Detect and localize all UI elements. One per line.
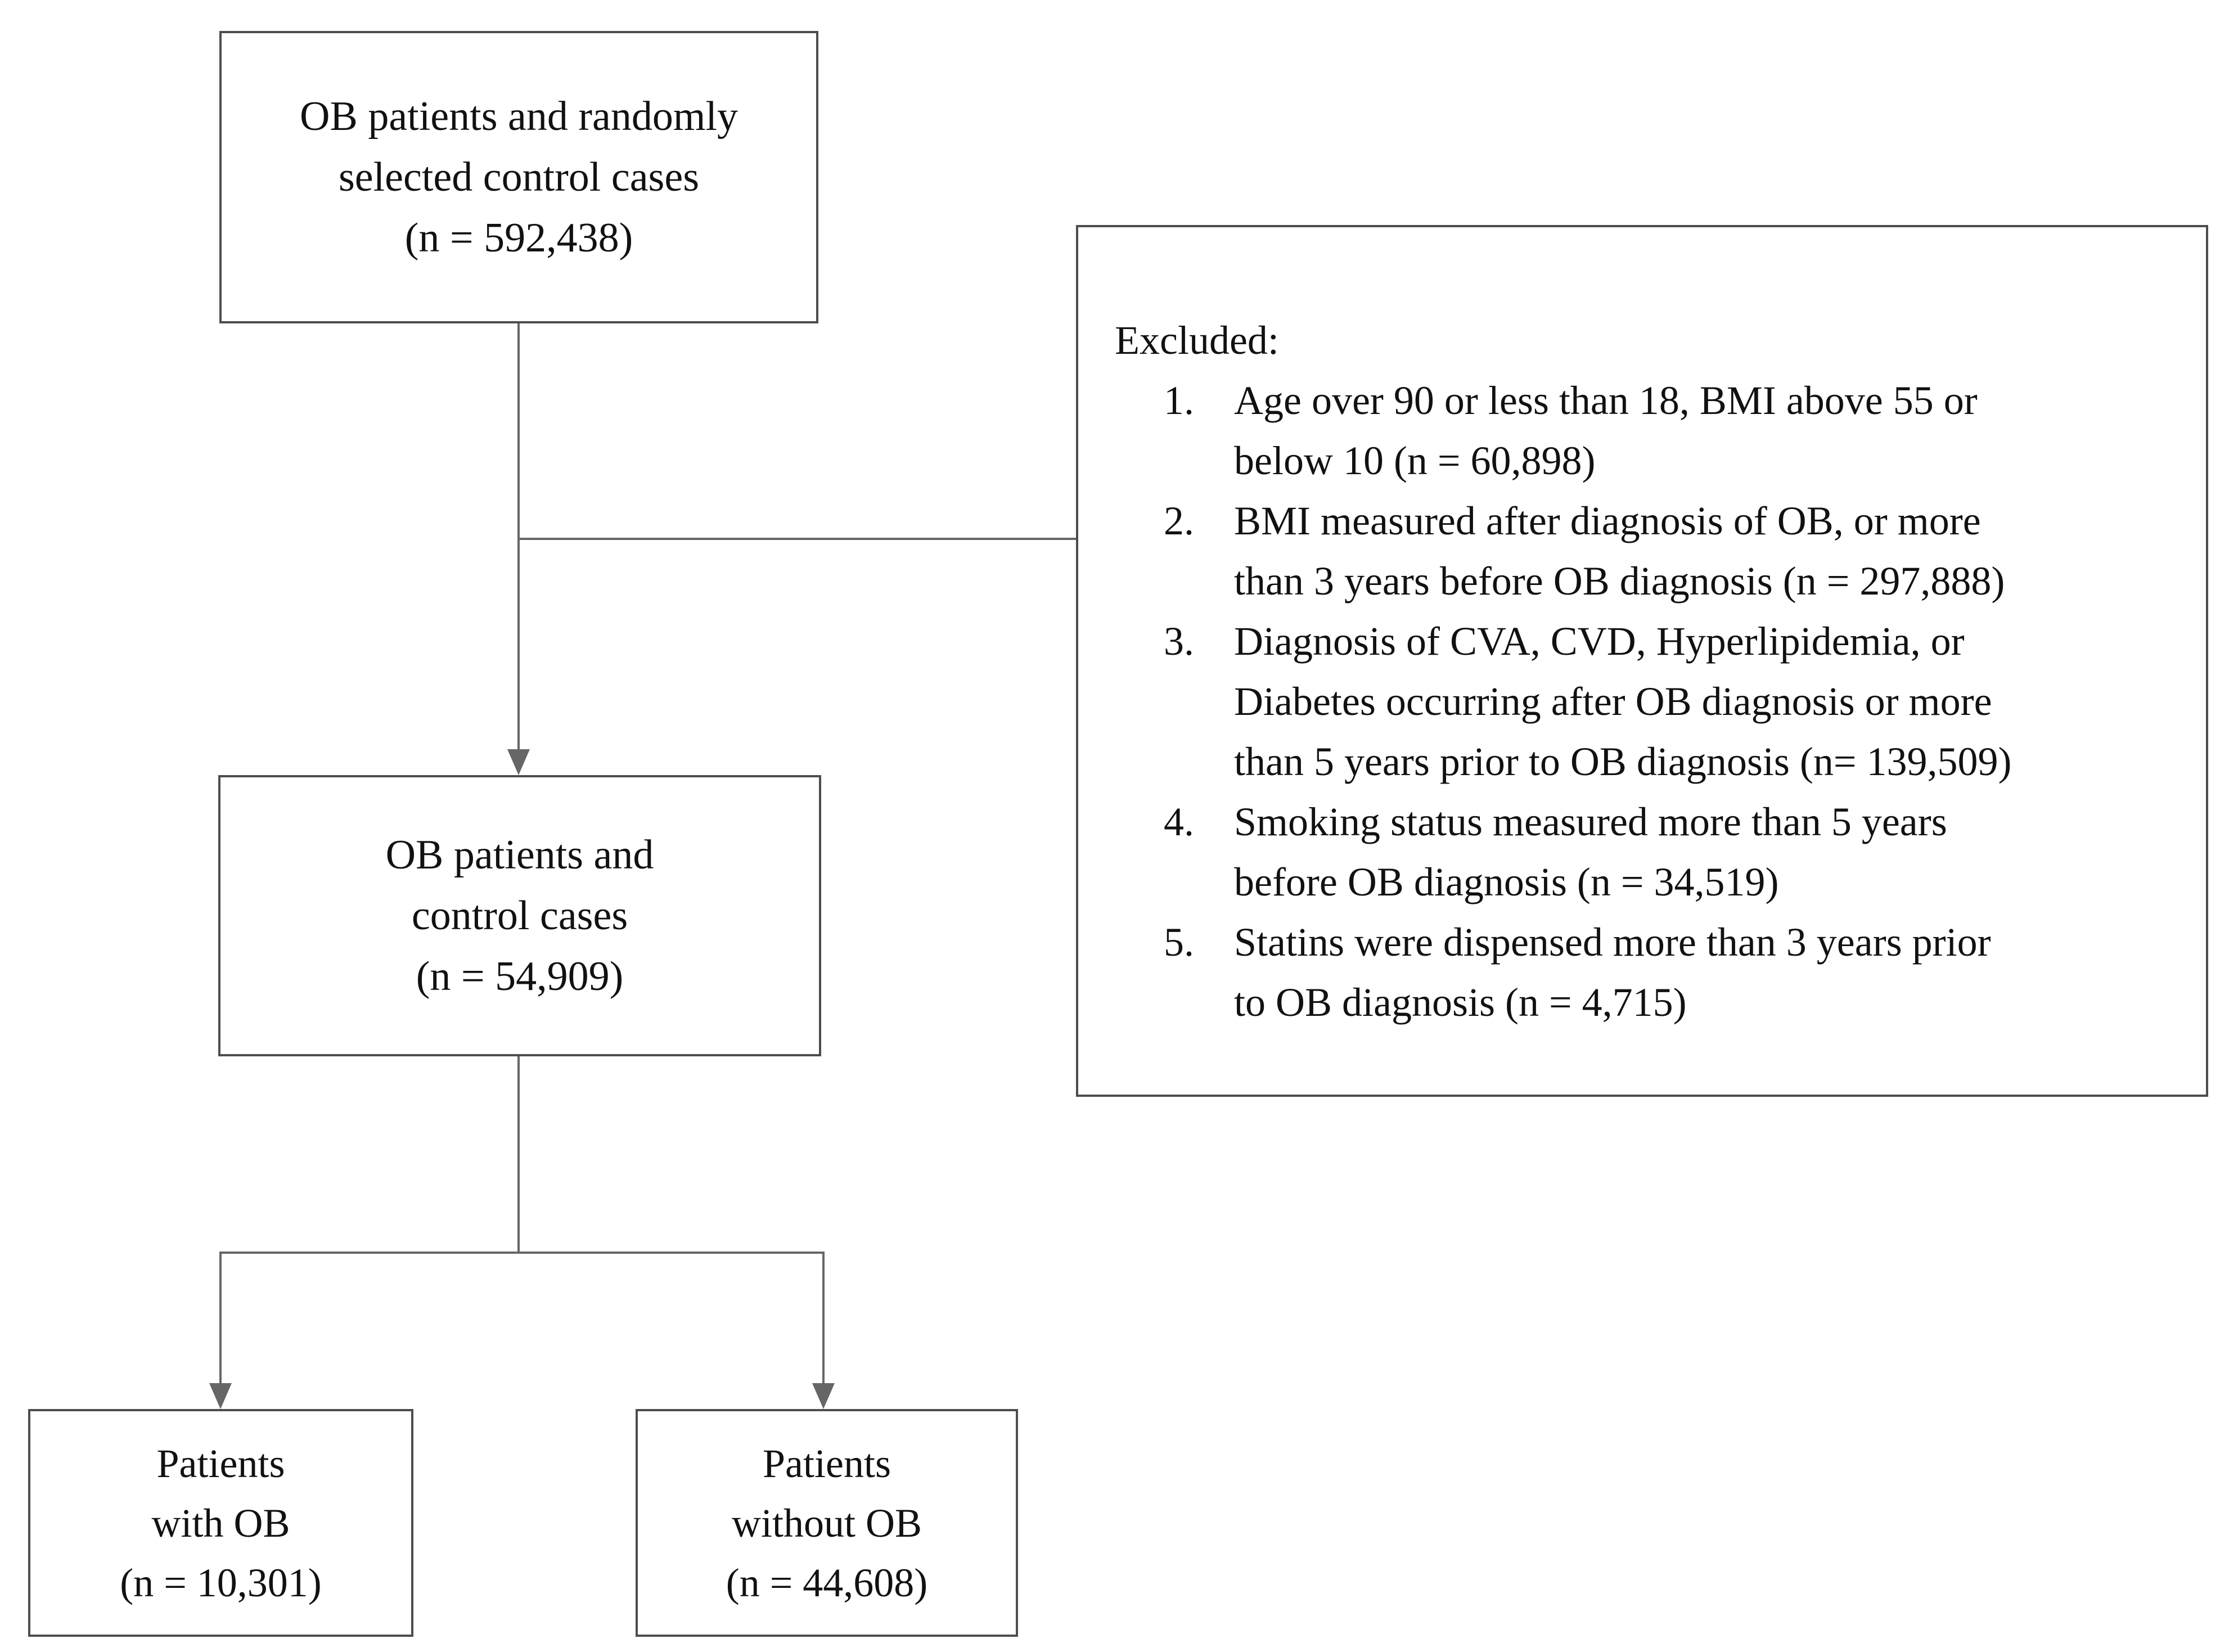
box-excluded-criteria: Excluded: 1. Age over 90 or less than 18… [1076, 225, 2208, 1097]
excluded-title: Excluded: [1115, 318, 1279, 363]
excluded-item-line: than 5 years prior to OB diagnosis (n= 1… [1234, 739, 2012, 784]
excluded-item-line: than 3 years before OB diagnosis (n = 29… [1234, 559, 2005, 604]
excluded-item-line: before OB diagnosis (n = 34,519) [1234, 859, 1779, 904]
excluded-item-line: below 10 (n = 60,898) [1234, 438, 1596, 483]
box-text-line: Patients [156, 1441, 285, 1486]
excluded-item: 1. Age over 90 or less than 18, BMI abov… [1164, 371, 2175, 491]
excluded-item-text: BMI measured after diagnosis of OB, or m… [1234, 491, 2175, 611]
branch-horizontal-line [219, 1252, 823, 1254]
connector-middle-to-branch-line [517, 1056, 520, 1252]
excluded-item-line: Statins were dispensed more than 3 years… [1234, 920, 1991, 965]
box-text-line: Patients [763, 1441, 891, 1486]
box-patients-with-ob: Patients with OB (n = 10,301) [28, 1409, 413, 1637]
box-source-population: OB patients and randomly selected contro… [219, 31, 818, 323]
box-text-line: without OB [731, 1500, 922, 1546]
box-text-line: control cases [411, 893, 628, 939]
box-text-line: selected control cases [338, 154, 700, 200]
excluded-item-number: 1. [1164, 378, 1194, 423]
excluded-item-line: to OB diagnosis (n = 4,715) [1234, 980, 1687, 1025]
excluded-item: 3. Diagnosis of CVA, CVD, Hyperlipidemia… [1164, 611, 2175, 792]
connector-to-excluded-line [519, 538, 1076, 540]
box-included-population: OB patients and control cases (n = 54,90… [218, 775, 821, 1056]
box-text-line: with OB [151, 1500, 290, 1546]
arrow-down-into-bottom-right-box-icon [812, 1383, 835, 1409]
branch-right-drop-line [822, 1252, 825, 1384]
arrow-down-into-middle-box-icon [507, 749, 530, 775]
excluded-item-text: Diagnosis of CVA, CVD, Hyperlipidemia, o… [1234, 611, 2175, 792]
box-text-line: OB patients and randomly [300, 93, 738, 139]
box-text-line: (n = 44,608) [726, 1560, 928, 1605]
connector-top-to-middle-line [517, 323, 520, 751]
box-text-line: (n = 54,909) [416, 953, 624, 1000]
box-text-line: OB patients and [385, 832, 654, 878]
excluded-item-line: BMI measured after diagnosis of OB, or m… [1234, 498, 1981, 543]
excluded-item-line: Age over 90 or less than 18, BMI above 5… [1234, 378, 1978, 423]
excluded-item-line: Diagnosis of CVA, CVD, Hyperlipidemia, o… [1234, 619, 1965, 664]
excluded-item: 2. BMI measured after diagnosis of OB, o… [1164, 491, 2175, 611]
excluded-item-text: Age over 90 or less than 18, BMI above 5… [1234, 371, 2175, 491]
excluded-item-number: 5. [1164, 920, 1194, 965]
excluded-item: 5. Statins were dispensed more than 3 ye… [1164, 912, 2175, 1033]
box-text-line: (n = 592,438) [404, 215, 633, 261]
branch-left-drop-line [219, 1252, 222, 1384]
arrow-down-into-bottom-left-box-icon [209, 1383, 232, 1409]
excluded-item-number: 2. [1164, 498, 1194, 543]
excluded-item-line: Diabetes occurring after OB diagnosis or… [1234, 679, 1992, 724]
box-patients-without-ob: Patients without OB (n = 44,608) [636, 1409, 1018, 1637]
excluded-item-number: 3. [1164, 619, 1194, 664]
excluded-item-text: Statins were dispensed more than 3 years… [1234, 912, 2175, 1033]
excluded-item-text: Smoking status measured more than 5 year… [1234, 792, 2175, 912]
excluded-item: 4. Smoking status measured more than 5 y… [1164, 792, 2175, 912]
box-text-line: (n = 10,301) [120, 1560, 322, 1605]
excluded-list: 1. Age over 90 or less than 18, BMI abov… [1164, 371, 2175, 1033]
excluded-item-line: Smoking status measured more than 5 year… [1234, 799, 1947, 844]
excluded-item-number: 4. [1164, 799, 1194, 844]
